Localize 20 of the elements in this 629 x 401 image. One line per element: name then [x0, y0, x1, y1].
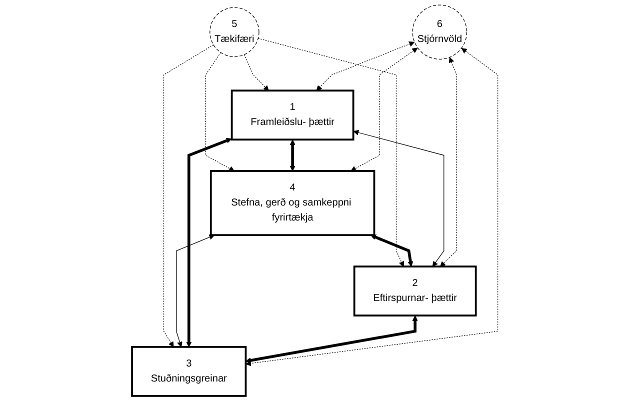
arrow — [352, 130, 444, 267]
node-box: 4 Stefna, gerð og samkeppni fyrirtækja — [210, 170, 375, 236]
arrow — [163, 44, 214, 348]
node-box: 1 Framleiðslu- þættir — [230, 90, 354, 141]
arrow — [186, 138, 232, 348]
node-circle: 6 Stjórnvöld — [412, 4, 467, 60]
node-box: 2 Eftirspurnar- þættir — [352, 266, 476, 316]
node-box: 3 Stuðningsgreinar — [130, 346, 246, 397]
arrow — [257, 38, 404, 267]
arrow — [244, 54, 268, 91]
arrow — [289, 140, 295, 172]
arrow — [370, 234, 413, 267]
node-circle: 5 Tækifæri — [209, 7, 259, 57]
arrow — [204, 52, 234, 172]
arrow — [245, 48, 498, 366]
arrow — [176, 234, 214, 348]
arrow — [316, 41, 414, 91]
arrow — [350, 48, 418, 172]
arrow — [440, 57, 456, 267]
arrow — [245, 316, 418, 364]
